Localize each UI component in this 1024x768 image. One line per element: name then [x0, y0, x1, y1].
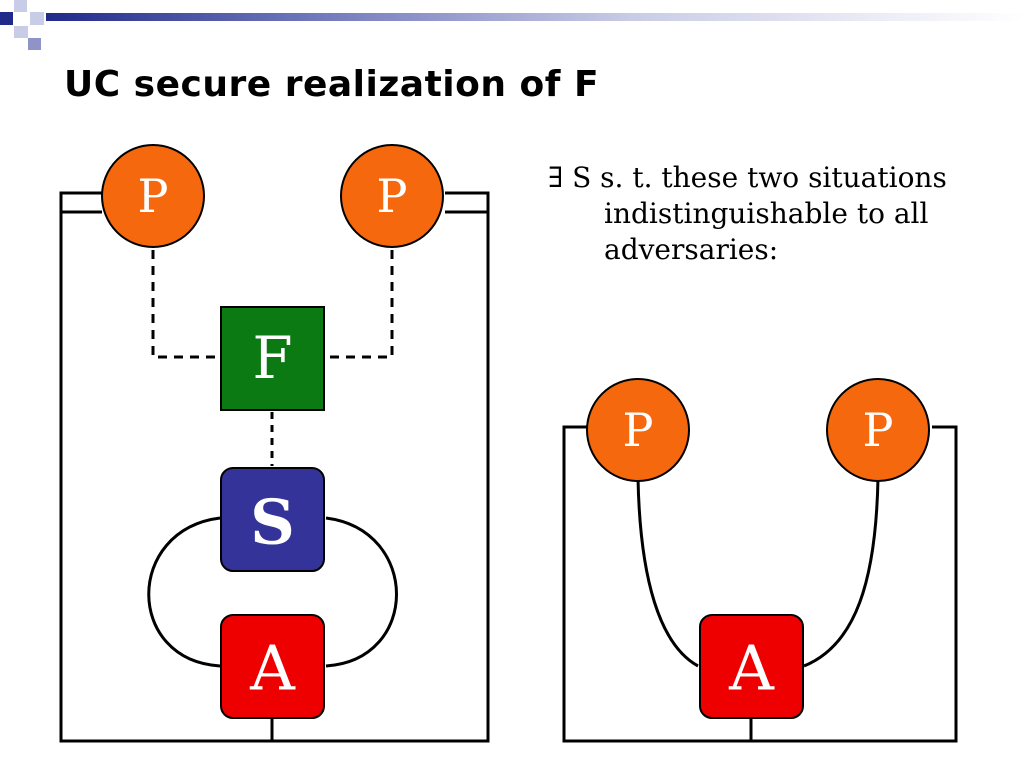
- right-party-2: P: [826, 378, 930, 482]
- left-party-1: P: [101, 144, 205, 248]
- left-party-2: P: [340, 144, 444, 248]
- curve-s-a-right: [325, 516, 398, 668]
- left-diagram: P P F S A: [59, 144, 490, 743]
- right-diagram: P P A: [562, 378, 958, 743]
- header-square-light: [14, 26, 28, 38]
- header-square-dark: [0, 12, 13, 25]
- left-outer-loop-right: [272, 191, 490, 743]
- dashed-p2-f: [327, 250, 394, 359]
- right-adversary-label: A: [728, 632, 775, 705]
- simulator-label: S: [250, 486, 295, 559]
- curve-s-a-left: [147, 516, 221, 668]
- header-square-mid: [28, 38, 41, 50]
- functionality-label: F: [252, 324, 292, 392]
- right-party-1-label: P: [623, 403, 654, 457]
- left-party-2-label: P: [377, 169, 408, 223]
- curve-p1-a: [636, 477, 699, 668]
- left-party-1-label: P: [138, 169, 169, 223]
- left-adversary-label: A: [249, 632, 296, 705]
- header-decoration: [0, 0, 1024, 50]
- right-outer-loop: [562, 425, 753, 743]
- right-party-2-label: P: [863, 403, 894, 457]
- dashed-p1-f: [151, 250, 219, 359]
- header-square-light: [30, 12, 44, 25]
- header-gradient-bar: [46, 13, 1024, 21]
- right-party-1: P: [586, 378, 690, 482]
- left-outer-loop: [59, 191, 274, 743]
- left-adversary-box: A: [220, 614, 325, 719]
- right-outer-loop-right: [751, 425, 958, 743]
- header-square-light: [14, 0, 27, 12]
- functionality-box: F: [220, 306, 325, 411]
- slide-title: UC secure realization of F: [64, 64, 600, 105]
- curve-p2-a: [803, 477, 880, 668]
- simulator-box: S: [220, 467, 325, 572]
- right-adversary-box: A: [699, 614, 804, 719]
- bullet-text: ∃ S s. t. these two situations indisting…: [548, 161, 947, 266]
